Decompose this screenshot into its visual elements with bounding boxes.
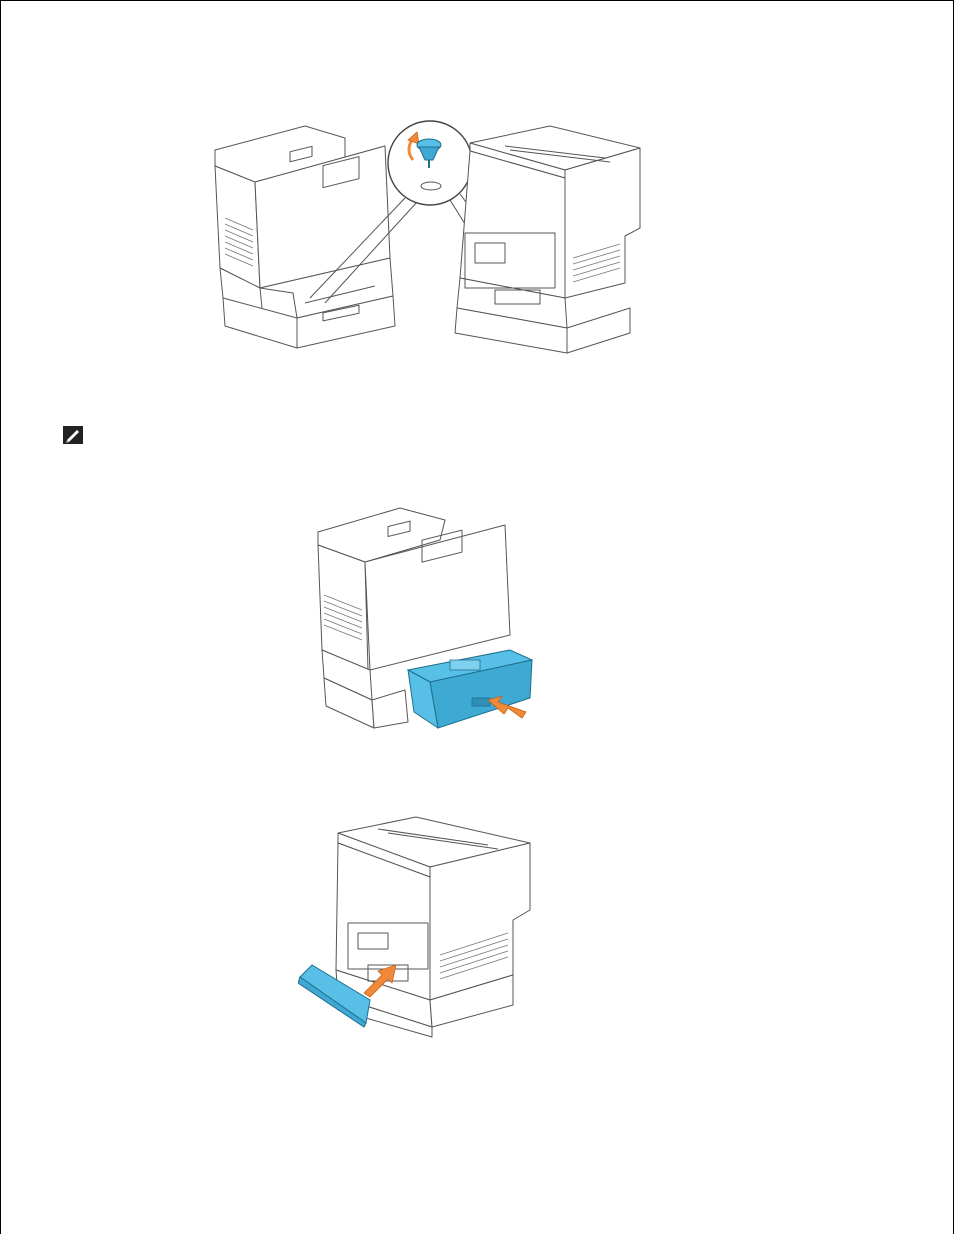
note-pencil-icon: [62, 425, 84, 445]
printer-illustration-pair: [205, 118, 650, 363]
printer-tray-illustration: [310, 500, 540, 740]
printer-front-back-screw-figure: [205, 118, 650, 363]
paper-tray-drawing: [408, 650, 532, 728]
right-printer-drawing: [455, 126, 640, 353]
printer-rear-cover-attach-figure: [298, 815, 538, 1047]
printer-rear-cover-illustration: [298, 815, 538, 1047]
printer-tray-insert-figure: [310, 500, 540, 740]
